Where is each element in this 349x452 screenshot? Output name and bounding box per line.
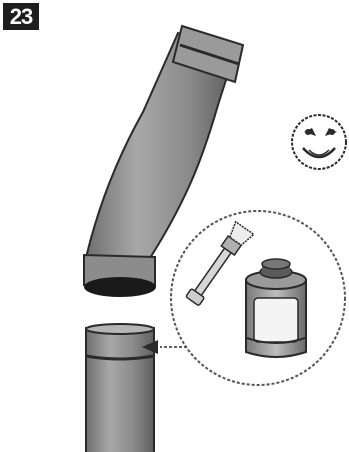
solvent-cement-can-icon xyxy=(246,259,306,357)
straight-pipe xyxy=(86,324,154,452)
straight-pipe-top-edge xyxy=(86,324,154,334)
can-label xyxy=(254,298,298,342)
elbow-pipe-opening xyxy=(84,277,156,297)
smiley-face-icon xyxy=(292,115,346,169)
